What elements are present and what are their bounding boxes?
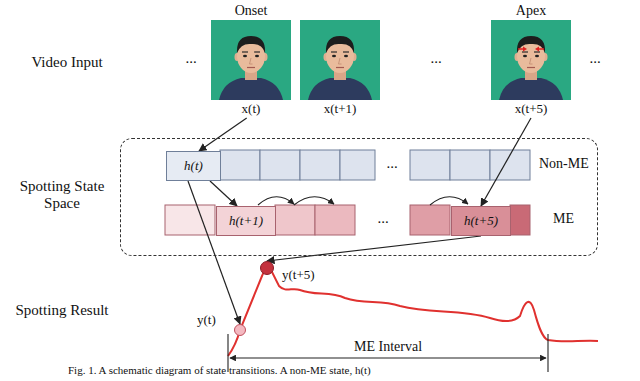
- ellipsis: ...: [421, 50, 451, 67]
- state-space-box: Non-ME ME h(t) h(t+1) h(t+5): [120, 138, 598, 256]
- transition-arc: [294, 197, 334, 205]
- eye: [332, 55, 336, 57]
- ellipsis: ...: [580, 50, 610, 67]
- hair: [237, 36, 265, 53]
- shirt: [219, 78, 283, 100]
- transition-arcs: [258, 197, 468, 205]
- connector-arrow: [188, 181, 240, 324]
- figure-caption: Fig. 1. A schematic diagram of state tra…: [68, 364, 371, 377]
- face-image: [491, 20, 571, 100]
- eye: [344, 55, 348, 57]
- face-image: [300, 20, 380, 100]
- ellipsis: ...: [176, 50, 206, 67]
- hair: [326, 36, 354, 53]
- eyebrow: [331, 51, 337, 52]
- nose: [530, 58, 533, 64]
- interval-tick: [547, 334, 548, 372]
- state-label: h(t): [184, 158, 203, 174]
- eyebrow: [534, 51, 540, 52]
- state-cell: [165, 205, 215, 235]
- eye: [243, 55, 247, 57]
- frame-variable: x(t): [208, 100, 294, 118]
- movement-arrow: [535, 47, 539, 52]
- point-label: y(t+5): [282, 267, 315, 282]
- nose: [250, 58, 253, 64]
- shirt: [308, 78, 372, 100]
- video-frame: Onset x(t): [208, 2, 294, 118]
- state-cell: [275, 205, 315, 235]
- image-background: [300, 20, 380, 100]
- row-label: Non-ME: [539, 156, 589, 172]
- row-title: Video Input: [22, 54, 112, 71]
- eyebrow: [254, 51, 260, 52]
- state-cell: [410, 205, 450, 235]
- eyebrow: [343, 51, 349, 52]
- connector-arrow: [267, 236, 481, 261]
- face-image: [211, 20, 291, 100]
- output-point: y(t+5): [260, 261, 274, 275]
- frame-heading: Onset: [208, 2, 294, 20]
- output-point: y(t): [234, 324, 246, 336]
- video-frame: x(t+1): [297, 20, 383, 118]
- eye: [535, 55, 539, 57]
- state-cell: [260, 150, 300, 180]
- state-cell: [220, 150, 260, 180]
- eyebrow: [522, 51, 528, 52]
- frame-variable: x(t+1): [297, 100, 383, 118]
- non-me-cells: [220, 150, 530, 180]
- state-cell: [340, 150, 375, 180]
- ellipsis: ...: [377, 155, 407, 172]
- state-cell: [510, 205, 530, 235]
- transition-arc: [258, 197, 294, 205]
- spotting-curve: [228, 268, 598, 356]
- eye: [523, 55, 527, 57]
- eyebrow: [242, 51, 248, 52]
- shirt: [499, 78, 563, 100]
- image-background: [211, 20, 291, 100]
- hair: [517, 36, 545, 53]
- point-label: y(t): [197, 312, 216, 327]
- state-cell: [410, 150, 450, 180]
- frame-variable: x(t+5): [488, 100, 574, 118]
- frame-heading: Apex: [488, 2, 574, 20]
- movement-arrow: [523, 47, 527, 52]
- interval-line: [230, 357, 546, 358]
- image-background: [491, 20, 571, 100]
- state-cell: h(t+5): [451, 206, 511, 236]
- mouth: [247, 67, 255, 68]
- ellipsis: ...: [368, 210, 398, 227]
- state-cell: h(t+1): [216, 206, 276, 236]
- mouth: [336, 67, 344, 68]
- connector-arrow: [199, 118, 247, 151]
- state-label: h(t+5): [464, 213, 498, 229]
- transition-arc: [430, 197, 468, 205]
- state-cell: h(t): [166, 151, 221, 181]
- mouth: [527, 67, 535, 68]
- state-cell: [450, 150, 490, 180]
- connector-arrow: [210, 181, 237, 206]
- interval-label: ME Interval: [338, 338, 438, 355]
- row-title: Spotting Result: [14, 302, 110, 319]
- state-label: h(t+1): [229, 213, 263, 229]
- eye: [255, 55, 259, 57]
- state-cell: [300, 150, 340, 180]
- nose: [339, 58, 342, 64]
- connector-arrow: [481, 118, 531, 206]
- row-title: Spotting State Space: [14, 178, 110, 212]
- row-label: ME: [553, 211, 574, 227]
- state-cell: [315, 205, 355, 235]
- me-cells: [165, 205, 530, 235]
- video-frame: Apex x(t+5): [488, 2, 574, 118]
